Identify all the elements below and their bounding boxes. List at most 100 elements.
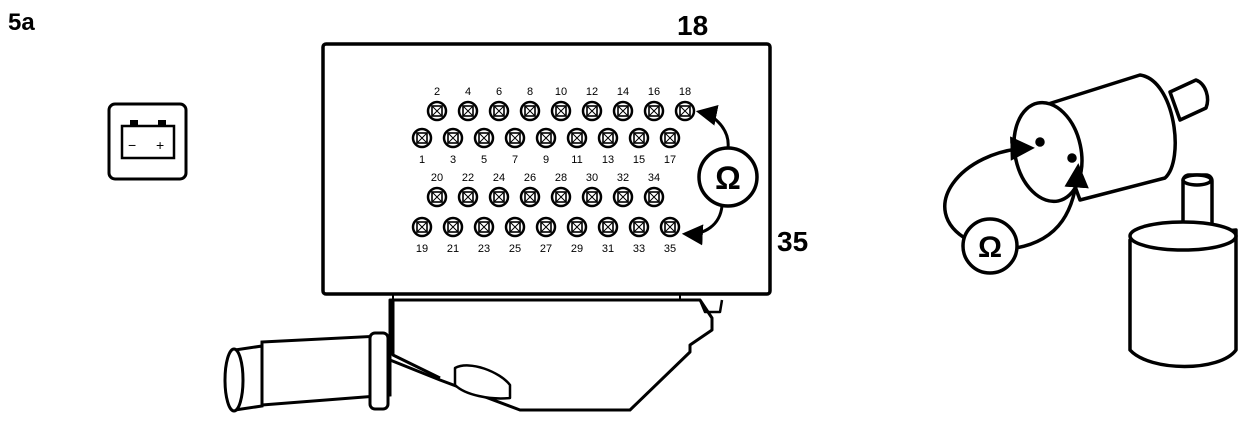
pin-contact xyxy=(571,221,583,233)
pin-contact xyxy=(664,221,676,233)
pin-contact xyxy=(633,221,645,233)
pin-label: 27 xyxy=(540,243,552,255)
pin-contact-mark xyxy=(416,221,428,233)
pin-27: 27 xyxy=(535,216,557,255)
pin-contact xyxy=(462,105,474,117)
pin-label: 3 xyxy=(450,154,456,166)
pin-contact xyxy=(509,132,521,144)
pin-contact xyxy=(664,132,676,144)
pin-contact-mark xyxy=(478,221,490,233)
pin-23: 23 xyxy=(473,216,495,255)
pin-label: 6 xyxy=(496,86,502,98)
pin-contact xyxy=(555,191,567,203)
pin-label: 10 xyxy=(555,86,567,98)
pin-contact-mark xyxy=(462,191,474,203)
probe-arrow-right xyxy=(1015,163,1089,250)
pin-20: 20 xyxy=(426,172,448,208)
pin-label: 14 xyxy=(617,86,629,98)
pin-contact-mark xyxy=(416,132,428,144)
pin-24: 24 xyxy=(488,172,510,208)
pin-label: 35 xyxy=(664,243,676,255)
pin-31: 31 xyxy=(597,216,619,255)
pin-contact-mark xyxy=(555,105,567,117)
pin-14: 14 xyxy=(612,86,634,122)
pin-contact-mark xyxy=(447,221,459,233)
probe-arrow-left xyxy=(943,136,1035,242)
pin-19: 19 xyxy=(411,216,433,255)
pin-10: 10 xyxy=(550,86,572,122)
pin-label: 31 xyxy=(602,243,614,255)
pin-contact-mark xyxy=(648,191,660,203)
pin-6: 6 xyxy=(488,86,510,122)
ohm-symbol-panel: Ω xyxy=(715,160,741,196)
pin-29: 29 xyxy=(566,216,588,255)
pin-12: 12 xyxy=(581,86,603,122)
pin-21: 21 xyxy=(442,216,464,255)
pin-label: 23 xyxy=(478,243,490,255)
pin-2: 2 xyxy=(426,86,448,122)
pin-contact-mark xyxy=(679,105,691,117)
pin-contact xyxy=(493,191,505,203)
pin-contact xyxy=(586,105,598,117)
pin-contact-mark xyxy=(447,132,459,144)
pin-label: 11 xyxy=(571,154,582,166)
pin-contact xyxy=(555,105,567,117)
ohm-symbol-component: Ω xyxy=(978,231,1002,264)
pin-contact-mark xyxy=(586,105,598,117)
pin-35: 35 xyxy=(659,216,681,255)
pin-contact-mark xyxy=(462,105,474,117)
callout-pin-35: 35 xyxy=(777,226,808,257)
pin-15: 15 xyxy=(628,127,650,166)
pin-contact xyxy=(571,132,583,144)
pin-25: 25 xyxy=(504,216,526,255)
pin-30: 30 xyxy=(581,172,603,208)
ohmmeter-panel: Ω xyxy=(681,105,759,246)
battery-minus-sign: − xyxy=(128,137,136,153)
pin-17: 17 xyxy=(659,127,681,166)
pin-contact-mark xyxy=(664,132,676,144)
pin-26: 26 xyxy=(519,172,541,208)
pin-label: 2 xyxy=(434,86,440,98)
pin-label: 8 xyxy=(527,86,533,98)
injector-component xyxy=(1012,73,1238,369)
pin-contact-mark xyxy=(648,105,660,117)
pin-label: 9 xyxy=(543,154,549,166)
pin-contact-mark xyxy=(602,132,614,144)
pin-contact xyxy=(447,221,459,233)
pin-contact-mark xyxy=(617,105,629,117)
pin-5: 5 xyxy=(473,127,495,166)
pin-7: 7 xyxy=(504,127,526,166)
pin-label: 20 xyxy=(431,172,443,184)
pin-contact-mark xyxy=(571,221,583,233)
pin-contact-mark xyxy=(431,191,443,203)
pin-contact-mark xyxy=(664,221,676,233)
pin-contact xyxy=(493,105,505,117)
pin-contact-mark xyxy=(540,132,552,144)
pin-label: 17 xyxy=(664,154,676,166)
pin-contact xyxy=(617,191,629,203)
pin-contact-mark xyxy=(493,191,505,203)
pin-contact-mark xyxy=(586,191,598,203)
pin-contact-mark xyxy=(478,132,490,144)
pin-contact-mark xyxy=(509,221,521,233)
pin-8: 8 xyxy=(519,86,541,122)
pin-3: 3 xyxy=(442,127,464,166)
pin-contact xyxy=(447,132,459,144)
pin-33: 33 xyxy=(628,216,650,255)
pin-contact-mark xyxy=(540,221,552,233)
pin-label: 24 xyxy=(493,172,505,184)
figure-label: 5a xyxy=(8,9,35,36)
pin-contact xyxy=(431,105,443,117)
pin-18: 18 xyxy=(674,86,696,122)
pin-label: 12 xyxy=(586,86,598,98)
pin-contact-mark xyxy=(633,221,645,233)
pin-contact xyxy=(602,132,614,144)
pin-contact xyxy=(416,132,428,144)
pin-label: 4 xyxy=(465,86,471,98)
pin-1: 1 xyxy=(411,127,433,166)
pin-contact-mark xyxy=(524,105,536,117)
pin-13: 13 xyxy=(597,127,619,166)
pin-contact-mark xyxy=(555,191,567,203)
callout-pin-18: 18 xyxy=(677,10,708,41)
